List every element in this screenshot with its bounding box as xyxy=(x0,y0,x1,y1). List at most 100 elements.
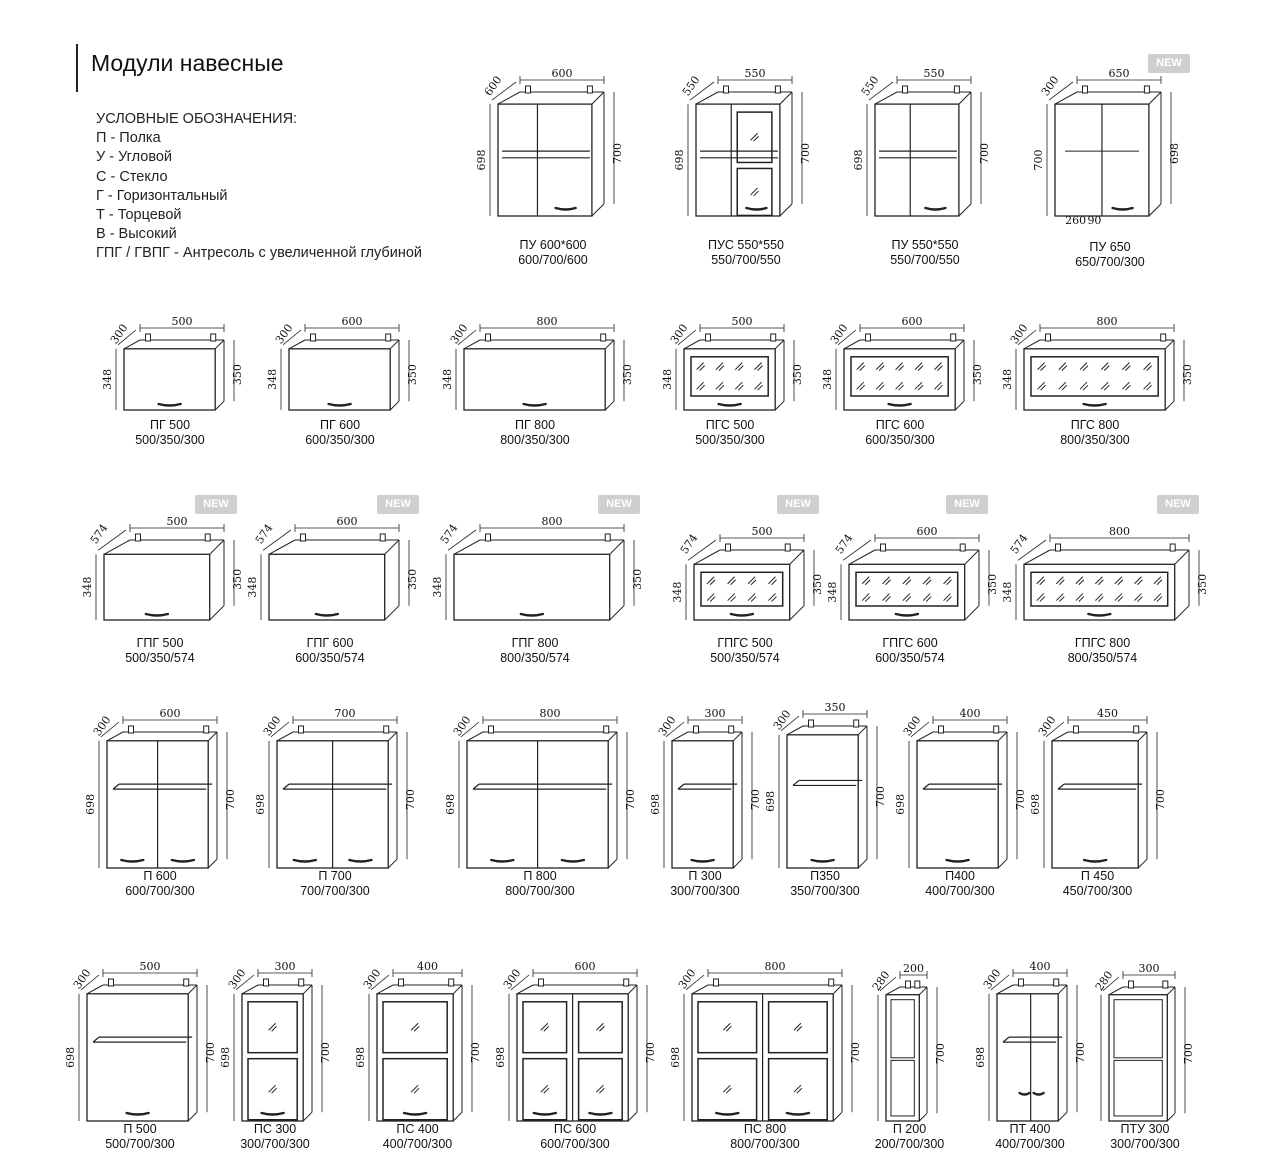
glass-hatch-mark xyxy=(878,365,885,371)
depth-dimension-label: 300 xyxy=(448,322,471,347)
glass-hatch-mark xyxy=(934,381,942,390)
outline-line xyxy=(832,984,843,995)
legend-item: Т - Торцевой xyxy=(96,207,182,224)
open-niche xyxy=(890,999,915,1059)
glass-hatch-mark xyxy=(946,579,952,586)
glass-hatch-mark xyxy=(925,579,932,586)
wall-hanger-icon xyxy=(1082,85,1088,94)
glass-hatch-mark xyxy=(793,1084,802,1093)
glass-hatch-mark xyxy=(1058,579,1065,586)
glass-hatch-mark xyxy=(796,1087,803,1094)
glass-hatch-mark xyxy=(750,579,757,586)
glass-hatch-mark xyxy=(1058,381,1067,390)
outer-height-dimension-label: 700 xyxy=(874,786,887,807)
glass-hatch-mark xyxy=(413,1025,420,1032)
module-dimensions: 600/350/300 xyxy=(865,432,935,447)
new-badge: NEW xyxy=(195,495,237,514)
glass-hatch-mark xyxy=(943,593,951,601)
outline-line xyxy=(732,858,743,869)
outline-line xyxy=(874,91,898,105)
glass-hatch-mark xyxy=(1122,362,1130,370)
module-name: ГПГ 500 xyxy=(136,636,184,650)
outline-line xyxy=(996,984,1014,995)
glass-panel xyxy=(736,111,773,164)
wall-hanger-icon xyxy=(905,980,911,989)
glass-hatch-mark xyxy=(596,1022,604,1031)
width-dimension-label: 600 xyxy=(902,315,923,328)
module-name: П 700 xyxy=(318,869,352,883)
glass-hatch-mark xyxy=(410,1022,419,1031)
glass-hatch-mark xyxy=(861,576,870,585)
shelf-line xyxy=(922,783,930,790)
glass-hatch-mark xyxy=(706,576,715,585)
glass-hatch-mark xyxy=(864,579,871,586)
module-dimensions: 500/350/574 xyxy=(710,650,780,665)
depth-dimension-label: 300 xyxy=(451,714,474,739)
outline-line xyxy=(958,91,972,105)
cabinet-front xyxy=(497,103,593,217)
outline-line xyxy=(1174,605,1190,621)
glass-hatch-mark xyxy=(747,593,756,601)
glass-panel xyxy=(247,1001,298,1054)
height-dimension-label: 348 xyxy=(441,369,454,390)
glass-hatch-mark xyxy=(875,381,884,390)
wall-hanger-icon xyxy=(1133,725,1140,734)
outer-height-dimension-label: 700 xyxy=(799,143,812,164)
glass-panel xyxy=(577,1057,623,1121)
glass-hatch-mark xyxy=(902,576,911,585)
depth-dimension-label: 300 xyxy=(226,967,249,992)
glass-hatch-mark xyxy=(882,593,890,601)
new-badge: NEW xyxy=(598,495,640,514)
outline-line xyxy=(389,339,400,350)
outline-line xyxy=(276,731,294,742)
module-name: ПГС 500 xyxy=(705,418,755,432)
outline-line xyxy=(843,339,861,350)
legend-item: Г - Горизонтальный xyxy=(96,187,228,204)
wall-hanger-icon xyxy=(210,333,217,342)
cabinet-front xyxy=(123,348,216,411)
outer-height-dimension-label: 350 xyxy=(971,364,984,385)
new-badge: NEW xyxy=(1148,54,1190,73)
depth-dimension-label: 300 xyxy=(676,967,699,992)
door-handle-icon xyxy=(715,1111,740,1116)
width-dimension-label: 350 xyxy=(825,701,846,714)
outline-line xyxy=(789,605,805,621)
door-handle-icon xyxy=(348,858,373,863)
